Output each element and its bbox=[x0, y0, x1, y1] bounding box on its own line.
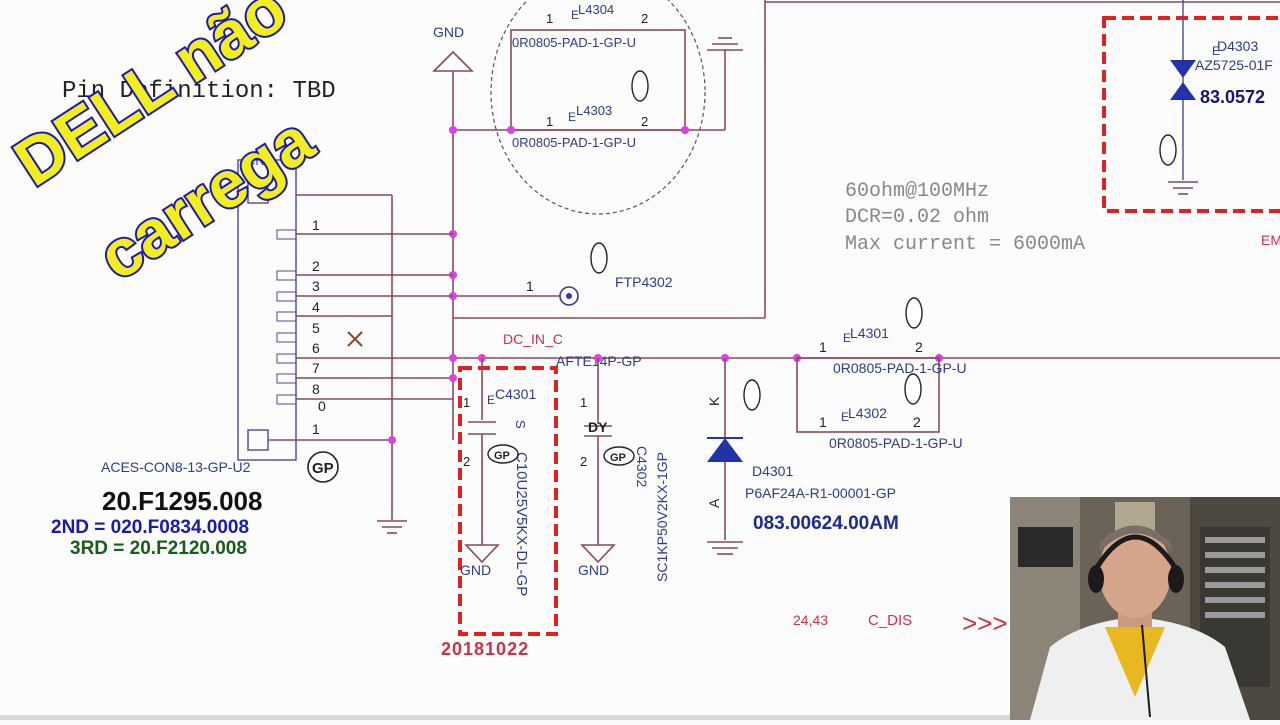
svg-text:D4303: D4303 bbox=[1217, 38, 1258, 54]
svg-text:1: 1 bbox=[819, 339, 827, 355]
svg-text:L4301: L4301 bbox=[850, 325, 889, 341]
spec-impedance: 60ohm@100MHz bbox=[845, 180, 989, 203]
gp-badge-icon bbox=[590, 242, 608, 274]
code-main: 20.F1295.008 bbox=[102, 486, 262, 516]
svg-text:E: E bbox=[487, 393, 495, 407]
svg-text:L4302: L4302 bbox=[848, 405, 887, 421]
svg-text:C4302: C4302 bbox=[634, 446, 650, 487]
svg-text:2: 2 bbox=[915, 339, 923, 355]
svg-text:CN: CN bbox=[246, 153, 265, 168]
svg-text:1: 1 bbox=[819, 414, 827, 430]
spec-max-current: Max current = 6000mA bbox=[845, 233, 1085, 256]
code-2nd: 2ND = 020.F0834.0008 bbox=[51, 517, 249, 538]
presenter-image bbox=[1010, 497, 1280, 720]
svg-text:DY: DY bbox=[588, 419, 608, 435]
off-page-arrow-icon: >>> bbox=[962, 608, 1008, 638]
svg-text:0R0805-PAD-1-GP-U: 0R0805-PAD-1-GP-U bbox=[833, 360, 967, 376]
c4301-highlight-box bbox=[458, 366, 558, 636]
gp-badge-icon bbox=[631, 70, 649, 102]
svg-text:FTP4302: FTP4302 bbox=[615, 274, 673, 290]
bottom-scrollbar[interactable] bbox=[0, 715, 1010, 720]
svg-text:0R0805-PAD-1-GP-U: 0R0805-PAD-1-GP-U bbox=[512, 135, 636, 150]
svg-text:L4303: L4303 bbox=[576, 103, 612, 118]
svg-text:GND: GND bbox=[460, 562, 491, 578]
gnd-top-symbol bbox=[432, 50, 474, 72]
svg-text:7: 7 bbox=[312, 360, 320, 376]
svg-text:E: E bbox=[841, 410, 849, 424]
svg-text:L4304: L4304 bbox=[578, 2, 614, 17]
dashed-circle-highlight bbox=[490, 0, 706, 215]
spec-dcr: DCR=0.02 ohm bbox=[845, 206, 989, 229]
webcam-feed bbox=[1010, 497, 1280, 720]
svg-text:E: E bbox=[1212, 44, 1220, 58]
svg-text:C_DIS: C_DIS bbox=[868, 612, 912, 629]
svg-text:GP: GP bbox=[494, 450, 510, 462]
gnd-top-label: GND bbox=[433, 24, 464, 40]
connector-part-label: ACES-CON8-13-GP-U2 bbox=[101, 459, 251, 475]
svg-text:8: 8 bbox=[312, 381, 320, 397]
svg-text:GND: GND bbox=[578, 562, 609, 578]
svg-text:2: 2 bbox=[463, 454, 470, 469]
svg-text:1: 1 bbox=[580, 395, 587, 410]
svg-text:83.0572: 83.0572 bbox=[1200, 87, 1265, 107]
svg-text:EM: EM bbox=[1261, 232, 1280, 248]
gp-badge-icon bbox=[905, 297, 923, 329]
svg-text:K: K bbox=[706, 396, 722, 406]
gp-badge-icon bbox=[743, 379, 761, 411]
code-3rd: 3RD = 20.F2120.008 bbox=[70, 538, 247, 559]
svg-text:2: 2 bbox=[641, 114, 648, 129]
svg-text:1: 1 bbox=[546, 11, 553, 26]
svg-text:DC_IN_C: DC_IN_C bbox=[503, 331, 563, 347]
svg-text:1: 1 bbox=[312, 217, 320, 233]
svg-text:2: 2 bbox=[641, 11, 648, 26]
svg-text:0R0805-PAD-1-GP-U: 0R0805-PAD-1-GP-U bbox=[512, 35, 636, 50]
svg-text:1: 1 bbox=[463, 395, 470, 410]
svg-text:24,43: 24,43 bbox=[793, 612, 828, 628]
pin-definition-text: Pin Definition: TBD bbox=[62, 78, 336, 105]
svg-text:A: A bbox=[706, 498, 722, 508]
svg-text:AZ5725-01F: AZ5725-01F bbox=[1195, 57, 1273, 73]
svg-text:S: S bbox=[513, 420, 528, 429]
svg-text:3: 3 bbox=[312, 278, 320, 294]
svg-text:1: 1 bbox=[546, 114, 553, 129]
svg-text:2: 2 bbox=[913, 414, 921, 430]
svg-text:2: 2 bbox=[580, 454, 587, 469]
svg-text:D4301: D4301 bbox=[752, 463, 793, 479]
d4303-highlight-box bbox=[1102, 16, 1280, 213]
gp-badge-icon: GP bbox=[487, 444, 519, 464]
connector-body bbox=[237, 159, 297, 461]
gp-badge-icon bbox=[904, 373, 922, 405]
gp-badge-icon: GP bbox=[603, 446, 635, 466]
connector-pins bbox=[276, 229, 297, 405]
svg-text:GP: GP bbox=[312, 460, 334, 477]
svg-text:E: E bbox=[568, 110, 576, 124]
gp-badge-icon bbox=[1159, 134, 1177, 166]
date-code: 20181022 bbox=[441, 639, 529, 659]
svg-text:E: E bbox=[843, 331, 851, 345]
svg-text:1: 1 bbox=[526, 278, 534, 294]
svg-text:0: 0 bbox=[318, 398, 326, 414]
svg-text:SC1KP50V2KX-1GP: SC1KP50V2KX-1GP bbox=[654, 452, 670, 582]
svg-text:C10U25V5KX-DL-GP: C10U25V5KX-DL-GP bbox=[513, 452, 530, 596]
svg-text:2: 2 bbox=[312, 258, 320, 274]
svg-text:6: 6 bbox=[312, 340, 320, 356]
svg-text:1: 1 bbox=[312, 421, 320, 437]
svg-text:5: 5 bbox=[312, 320, 320, 336]
svg-text:C4301: C4301 bbox=[495, 386, 536, 402]
d4301-code: 083.00624.00AM bbox=[753, 513, 899, 534]
gp-badge-icon: GP bbox=[307, 451, 339, 483]
svg-text:E: E bbox=[571, 8, 579, 22]
svg-text:GP: GP bbox=[610, 452, 626, 464]
svg-text:0R0805-PAD-1-GP-U: 0R0805-PAD-1-GP-U bbox=[829, 435, 963, 451]
svg-text:4: 4 bbox=[312, 299, 320, 315]
svg-text:P6AF24A-R1-00001-GP: P6AF24A-R1-00001-GP bbox=[745, 485, 896, 501]
